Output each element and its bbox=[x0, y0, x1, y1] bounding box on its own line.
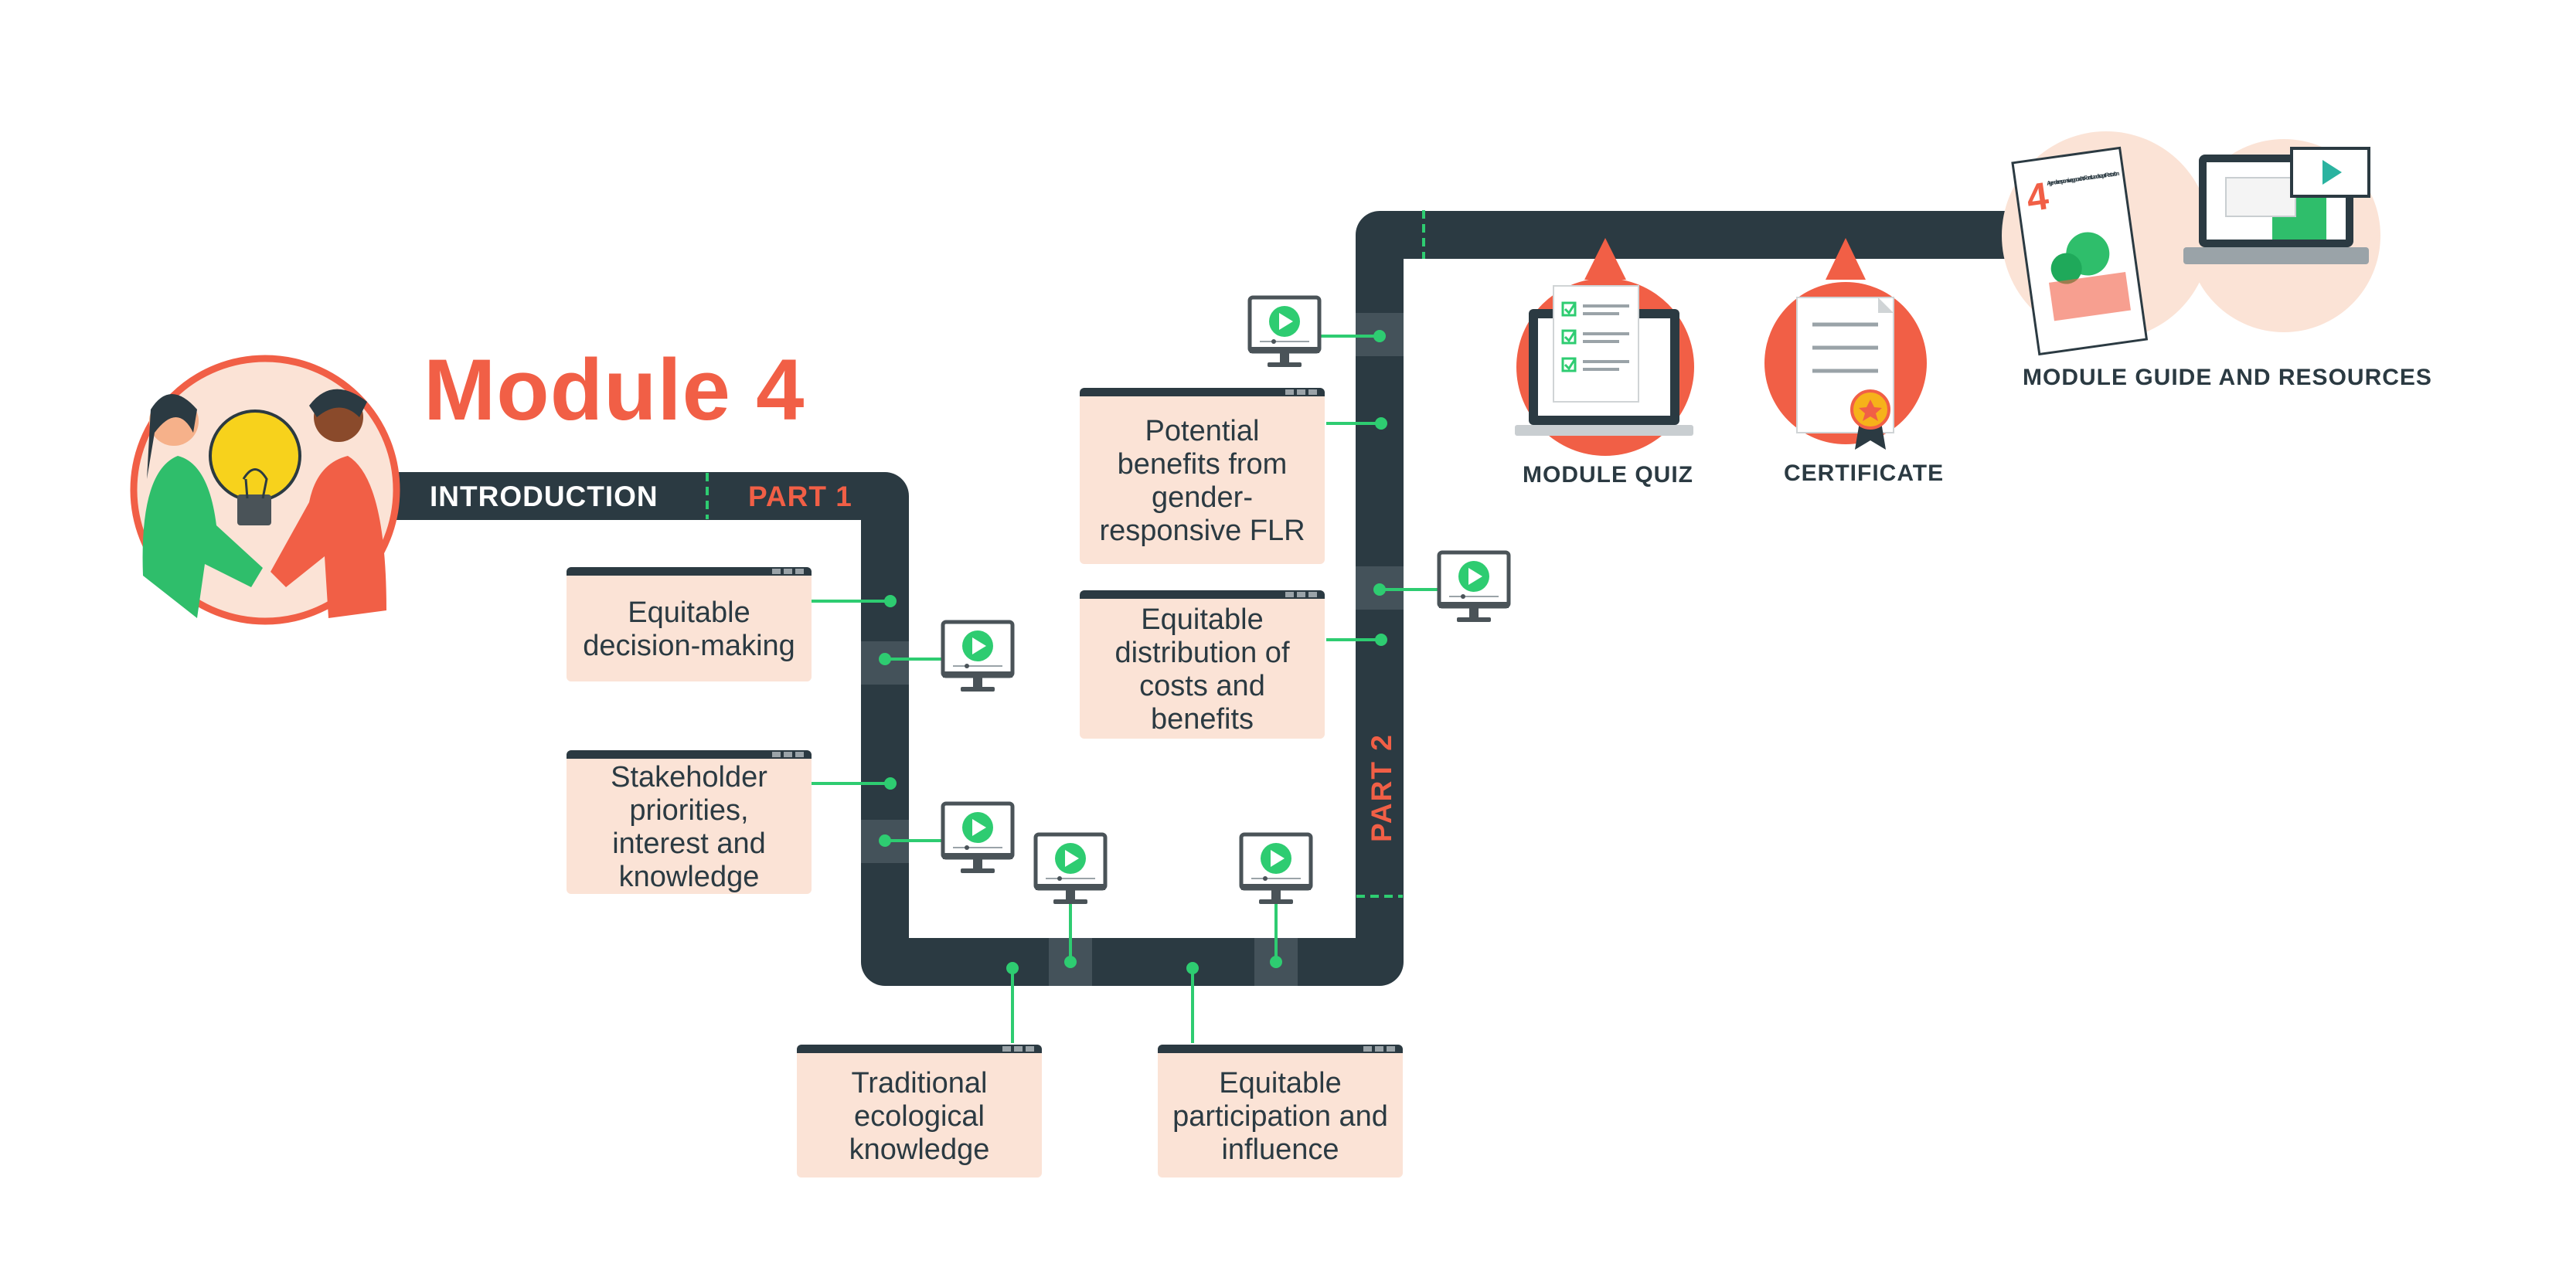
milestone-label-guide: MODULE GUIDE AND RESOURCES bbox=[2023, 365, 2432, 390]
topic-card-text: Equitable decision-making bbox=[583, 596, 795, 662]
module-quiz-icon[interactable] bbox=[1515, 238, 1694, 456]
path-label-introduction: INTRODUCTION bbox=[430, 481, 658, 512]
module-title: Module 4 bbox=[424, 342, 805, 438]
video-icon[interactable] bbox=[1250, 297, 1319, 367]
milestone-label-quiz: MODULE QUIZ bbox=[1523, 462, 1693, 488]
card-window-dots bbox=[1285, 389, 1317, 395]
path-label-part2: PART 2 bbox=[1366, 733, 1397, 842]
certificate-icon[interactable] bbox=[1764, 238, 1927, 450]
topic-card-equitable-participation[interactable]: Equitable participation and influence bbox=[1158, 1045, 1403, 1178]
card-bar bbox=[797, 1045, 1042, 1053]
video-icon[interactable] bbox=[943, 622, 1012, 692]
card-window-dots bbox=[772, 569, 804, 574]
module-intro-illustration bbox=[130, 355, 400, 625]
topic-card-equitable-decision-making[interactable]: Equitable decision-making bbox=[567, 567, 812, 681]
milestone-label-certificate: CERTIFICATE bbox=[1784, 460, 1945, 486]
video-icon[interactable] bbox=[943, 804, 1012, 873]
topic-card-text: Stakeholder priorities, interest and kno… bbox=[611, 761, 767, 893]
topic-card-traditional-ecological-knowledge[interactable]: Traditional ecological knowledge bbox=[797, 1045, 1042, 1178]
topic-card-equitable-distribution[interactable]: Equitable distribution of costs and bene… bbox=[1080, 590, 1325, 739]
card-window-dots bbox=[1363, 1046, 1395, 1052]
video-icon[interactable] bbox=[1241, 834, 1311, 904]
topic-card-text: Equitable distribution of costs and bene… bbox=[1114, 603, 1290, 736]
topic-card-text: Potential benefits from gender-responsiv… bbox=[1099, 415, 1305, 547]
card-window-dots bbox=[1002, 1046, 1034, 1052]
card-bar bbox=[1080, 590, 1325, 599]
roadmap-path bbox=[386, 211, 2048, 986]
card-window-dots bbox=[772, 752, 804, 757]
topic-card-potential-benefits[interactable]: Potential benefits from gender-responsiv… bbox=[1080, 388, 1325, 564]
card-bar bbox=[567, 567, 812, 576]
video-icon[interactable] bbox=[1439, 552, 1509, 622]
connectors bbox=[812, 330, 1438, 1043]
card-bar bbox=[1080, 388, 1325, 396]
module-guide-resources-icon[interactable]: 4 A gender-responsive approach to Forest… bbox=[2002, 131, 2380, 356]
card-window-dots bbox=[1285, 592, 1317, 597]
topic-card-text: Equitable participation and influence bbox=[1172, 1066, 1388, 1166]
path-label-part1: PART 1 bbox=[748, 481, 852, 512]
card-bar bbox=[567, 750, 812, 759]
topic-card-stakeholder-priorities[interactable]: Stakeholder priorities, interest and kno… bbox=[567, 750, 812, 894]
card-bar bbox=[1158, 1045, 1403, 1053]
topic-card-text: Traditional ecological knowledge bbox=[849, 1066, 990, 1166]
video-icon[interactable] bbox=[1036, 834, 1105, 904]
